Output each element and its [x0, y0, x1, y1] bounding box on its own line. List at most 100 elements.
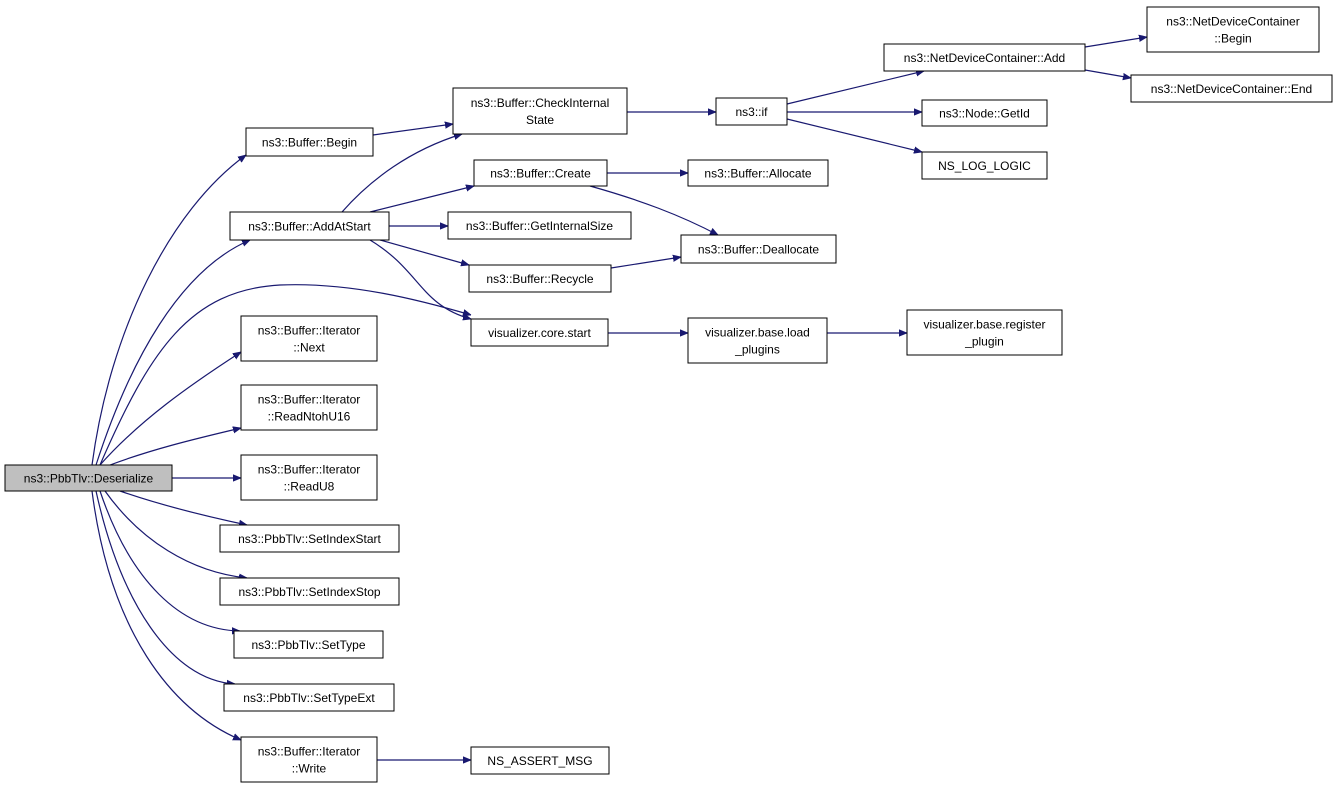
- node-label: ns3::PbbTlv::Deserialize: [24, 472, 154, 486]
- node-label: ::ReadU8: [284, 480, 335, 494]
- node-label: visualizer.base.register: [923, 318, 1045, 332]
- node-pbbtlv-setindexstart[interactable]: ns3::PbbTlv::SetIndexStart: [219, 524, 400, 553]
- node-iterator-next[interactable]: ns3::Buffer::Iterator::Next: [240, 315, 378, 362]
- node-label: NS_ASSERT_MSG: [487, 754, 592, 768]
- node-box: [1146, 6, 1320, 53]
- node-box: [470, 318, 609, 347]
- node-visualizer-core-start[interactable]: visualizer.core.start: [470, 318, 609, 347]
- edge-buffer-addatstart-to-buffer-create: [369, 186, 474, 213]
- node-label: ns3::Buffer::Recycle: [486, 272, 593, 286]
- node-label: ns3::Buffer::GetInternalSize: [466, 219, 614, 233]
- edge-ns3-if-to-netdevicecontainer-add: [786, 71, 924, 105]
- node-box: [223, 683, 395, 712]
- edge-buffer-recycle-to-buffer-deallocate: [610, 257, 681, 269]
- node-box: [1130, 74, 1333, 103]
- node-box: [219, 577, 400, 606]
- node-label: ::Write: [292, 762, 327, 776]
- node-ns-log-logic[interactable]: NS_LOG_LOGIC: [921, 151, 1048, 180]
- node-box: [240, 384, 378, 431]
- node-label: ns3::NetDeviceContainer: [1166, 15, 1299, 29]
- node-label: ns3::Buffer::Create: [490, 167, 591, 181]
- edge-root-to-buffer-addatstart: [95, 239, 250, 466]
- node-box: [921, 151, 1048, 180]
- edge-buffer-addatstart-to-buffer-recycle: [379, 239, 469, 265]
- node-label: ns3::PbbTlv::SetIndexStart: [238, 532, 381, 546]
- node-label: ns3::Buffer::Iterator: [258, 324, 361, 338]
- node-label: ::Next: [293, 341, 325, 355]
- node-box: [687, 317, 828, 364]
- node-label: State: [526, 113, 554, 127]
- node-label: ns3::Buffer::Allocate: [704, 167, 812, 181]
- node-label: ns3::PbbTlv::SetTypeExt: [243, 691, 375, 705]
- node-label: ns3::PbbTlv::SetIndexStop: [238, 585, 380, 599]
- node-label: ::Begin: [1214, 32, 1251, 46]
- node-buffer-recycle[interactable]: ns3::Buffer::Recycle: [468, 264, 612, 293]
- edge-buffer-create-to-buffer-deallocate: [589, 185, 718, 236]
- edge-root-to-pbbtlv-settypeext: [95, 490, 235, 684]
- node-box: [219, 524, 400, 553]
- node-label: _plugins: [734, 343, 780, 357]
- node-visualizer-base-load-plugins[interactable]: visualizer.base.load _plugins: [687, 317, 828, 364]
- edge-root-to-iterator-next: [99, 352, 241, 466]
- node-label: ns3::Buffer::Deallocate: [698, 243, 820, 257]
- node-buffer-begin[interactable]: ns3::Buffer::Begin: [245, 127, 374, 157]
- node-label: ns3::if: [735, 105, 768, 119]
- node-pbbtlv-setindexstop[interactable]: ns3::PbbTlv::SetIndexStop: [219, 577, 400, 606]
- node-ns3-if[interactable]: ns3::if: [715, 97, 788, 126]
- node-buffer-create[interactable]: ns3::Buffer::Create: [473, 159, 608, 187]
- node-box: [473, 159, 608, 187]
- node-label: NS_LOG_LOGIC: [938, 159, 1031, 173]
- edge-root-to-pbbtlv-setindexstart: [119, 490, 247, 525]
- node-label: visualizer.core.start: [488, 326, 591, 340]
- node-box: [240, 454, 378, 501]
- edge-root-to-visualizer-core-start: [99, 284, 471, 466]
- node-label: ns3::NetDeviceContainer::Add: [904, 51, 1065, 65]
- edge-root-to-pbbtlv-setindexstop: [104, 490, 247, 578]
- node-box: [680, 234, 837, 264]
- edge-root-to-iterator-readntohu16: [109, 428, 241, 466]
- node-netdevicecontainer-begin[interactable]: ns3::NetDeviceContainer::Begin: [1146, 6, 1320, 53]
- node-label: ns3::PbbTlv::SetType: [251, 638, 365, 652]
- node-pbbtlv-settype[interactable]: ns3::PbbTlv::SetType: [233, 630, 384, 659]
- node-box: [687, 159, 829, 187]
- edge-buffer-addatstart-to-buffer-checkinternalstate: [341, 134, 462, 213]
- node-buffer-getinternalsize[interactable]: ns3::Buffer::GetInternalSize: [447, 211, 632, 240]
- node-iterator-write[interactable]: ns3::Buffer::Iterator::Write: [240, 736, 378, 783]
- node-pbbtlv-settypeext[interactable]: ns3::PbbTlv::SetTypeExt: [223, 683, 395, 712]
- edge-netdevicecontainer-add-to-netdevicecontainer-end: [1084, 69, 1131, 78]
- node-box: [245, 127, 374, 157]
- node-iterator-readu8[interactable]: ns3::Buffer::Iterator::ReadU8: [240, 454, 378, 501]
- node-netdevicecontainer-end[interactable]: ns3::NetDeviceContainer::End: [1130, 74, 1333, 103]
- edge-buffer-addatstart-to-visualizer-core-start: [369, 239, 471, 319]
- node-iterator-readntohu16[interactable]: ns3::Buffer::Iterator::ReadNtohU16: [240, 384, 378, 431]
- node-label: ns3::Buffer::CheckInternal: [471, 96, 610, 110]
- node-box: [447, 211, 632, 240]
- node-box: [470, 746, 610, 775]
- node-visualizer-base-register-plugin[interactable]: visualizer.base.register_plugin: [906, 309, 1063, 356]
- node-buffer-allocate[interactable]: ns3::Buffer::Allocate: [687, 159, 829, 187]
- node-box: [240, 736, 378, 783]
- node-label: ns3::Buffer::Iterator: [258, 463, 361, 477]
- edges-layer: [91, 37, 1147, 760]
- node-node-getid[interactable]: ns3::Node::GetId: [921, 99, 1048, 127]
- node-root[interactable]: ns3::PbbTlv::Deserialize: [4, 464, 173, 492]
- node-box: [883, 43, 1086, 72]
- edge-root-to-iterator-write: [91, 490, 241, 741]
- node-label: visualizer.base.load: [705, 326, 810, 340]
- node-box: [452, 87, 628, 135]
- node-buffer-addatstart[interactable]: ns3::Buffer::AddAtStart: [229, 211, 390, 241]
- edge-root-to-buffer-begin: [91, 155, 246, 466]
- node-buffer-deallocate[interactable]: ns3::Buffer::Deallocate: [680, 234, 837, 264]
- node-box: [921, 99, 1048, 127]
- node-box: [233, 630, 384, 659]
- node-label: ns3::Buffer::Iterator: [258, 393, 361, 407]
- node-ns-assert-msg[interactable]: NS_ASSERT_MSG: [470, 746, 610, 775]
- node-label: ::ReadNtohU16: [268, 410, 351, 424]
- nodes-layer: ns3::PbbTlv::Deserialize ns3::Buffer::Beg…: [4, 6, 1333, 783]
- edge-root-to-pbbtlv-settype: [99, 490, 240, 631]
- edge-buffer-begin-to-buffer-checkinternalstate: [372, 124, 453, 136]
- node-label: ns3::Node::GetId: [939, 107, 1030, 121]
- node-netdevicecontainer-add[interactable]: ns3::NetDeviceContainer::Add: [883, 43, 1086, 72]
